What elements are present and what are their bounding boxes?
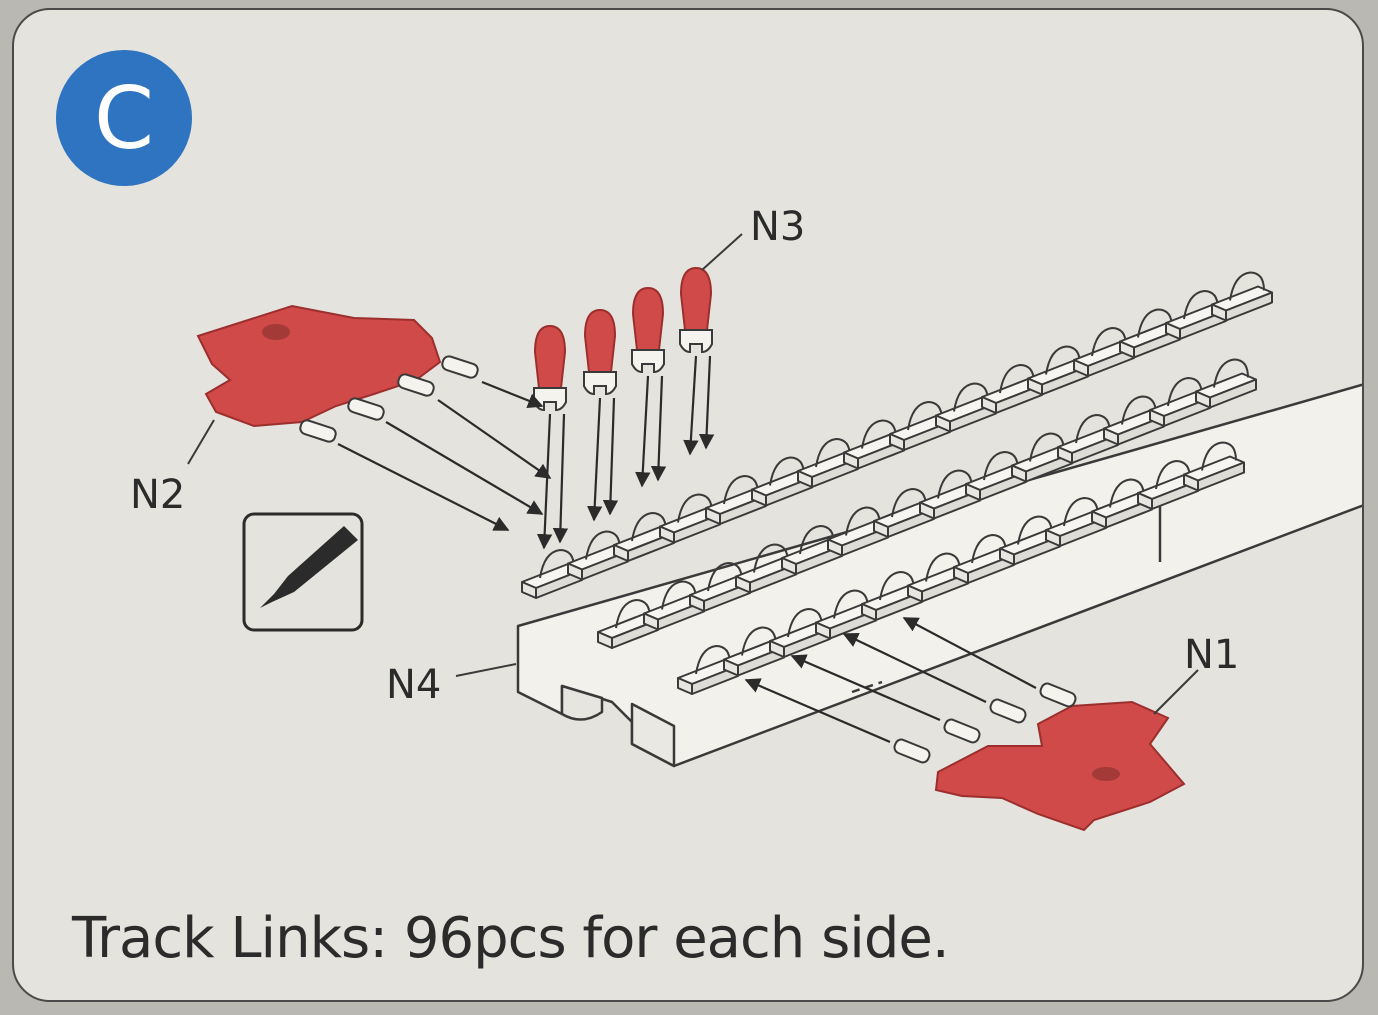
hobby-knife-icon bbox=[242, 512, 364, 632]
n1-arrow bbox=[842, 633, 987, 703]
label-n3: N3 bbox=[750, 204, 805, 250]
track-link bbox=[1183, 441, 1245, 492]
n2-pin bbox=[299, 419, 337, 443]
n2-pin bbox=[397, 373, 435, 397]
step-letter: C bbox=[94, 69, 154, 169]
n2-runner bbox=[196, 304, 442, 428]
n1-pin bbox=[989, 698, 1027, 724]
label-n1: N1 bbox=[1184, 632, 1239, 678]
step-panel: C bbox=[12, 8, 1364, 1002]
n2-tag bbox=[262, 324, 290, 340]
n1-pin bbox=[893, 738, 931, 764]
leader-n4 bbox=[455, 663, 517, 677]
n3-arrow bbox=[552, 413, 569, 544]
n3-pin bbox=[679, 266, 713, 354]
part-n1-sprue bbox=[744, 617, 1186, 832]
n1-arrow bbox=[902, 617, 1037, 689]
n3-arrow bbox=[602, 397, 619, 516]
track-links bbox=[521, 271, 1273, 695]
n2-arrow bbox=[437, 399, 552, 479]
leader-n1 bbox=[1153, 669, 1199, 715]
leader-n2 bbox=[187, 419, 215, 465]
n3-pin bbox=[631, 286, 665, 374]
n2-pin bbox=[347, 397, 385, 421]
n1-pin bbox=[1039, 682, 1077, 708]
track-link bbox=[1211, 271, 1273, 322]
part-n3-pins bbox=[533, 266, 715, 550]
n1-tag bbox=[1092, 767, 1120, 781]
part-n2-sprue bbox=[196, 304, 552, 531]
leader-n3 bbox=[701, 233, 743, 271]
n3-arrow bbox=[698, 355, 715, 450]
track-link bbox=[953, 533, 1015, 584]
track-link bbox=[1057, 413, 1119, 464]
n3-pin bbox=[533, 324, 567, 412]
n1-arrow bbox=[744, 678, 891, 744]
label-n2: N2 bbox=[130, 472, 185, 518]
n2-arrow bbox=[385, 421, 544, 515]
n1-pin bbox=[943, 718, 981, 744]
n3-arrow bbox=[586, 397, 603, 522]
n2-pin bbox=[441, 355, 479, 379]
n2-arrow bbox=[337, 443, 510, 531]
n1-runner bbox=[934, 700, 1186, 832]
step-badge: C bbox=[56, 50, 192, 186]
n1-arrow bbox=[790, 654, 941, 722]
n3-arrow bbox=[536, 413, 553, 550]
label-n4: N4 bbox=[386, 662, 441, 708]
caption-text: Track Links: 96pcs for each side. bbox=[72, 906, 950, 971]
track-link bbox=[1195, 358, 1257, 409]
n2-arrow bbox=[481, 380, 544, 409]
n3-pin bbox=[583, 308, 617, 396]
n3-arrow bbox=[635, 375, 651, 488]
n3-arrow bbox=[683, 355, 699, 456]
n3-arrow bbox=[650, 375, 667, 482]
assembly-diagram: C bbox=[56, 50, 1362, 832]
step-badge-circle bbox=[56, 50, 192, 186]
